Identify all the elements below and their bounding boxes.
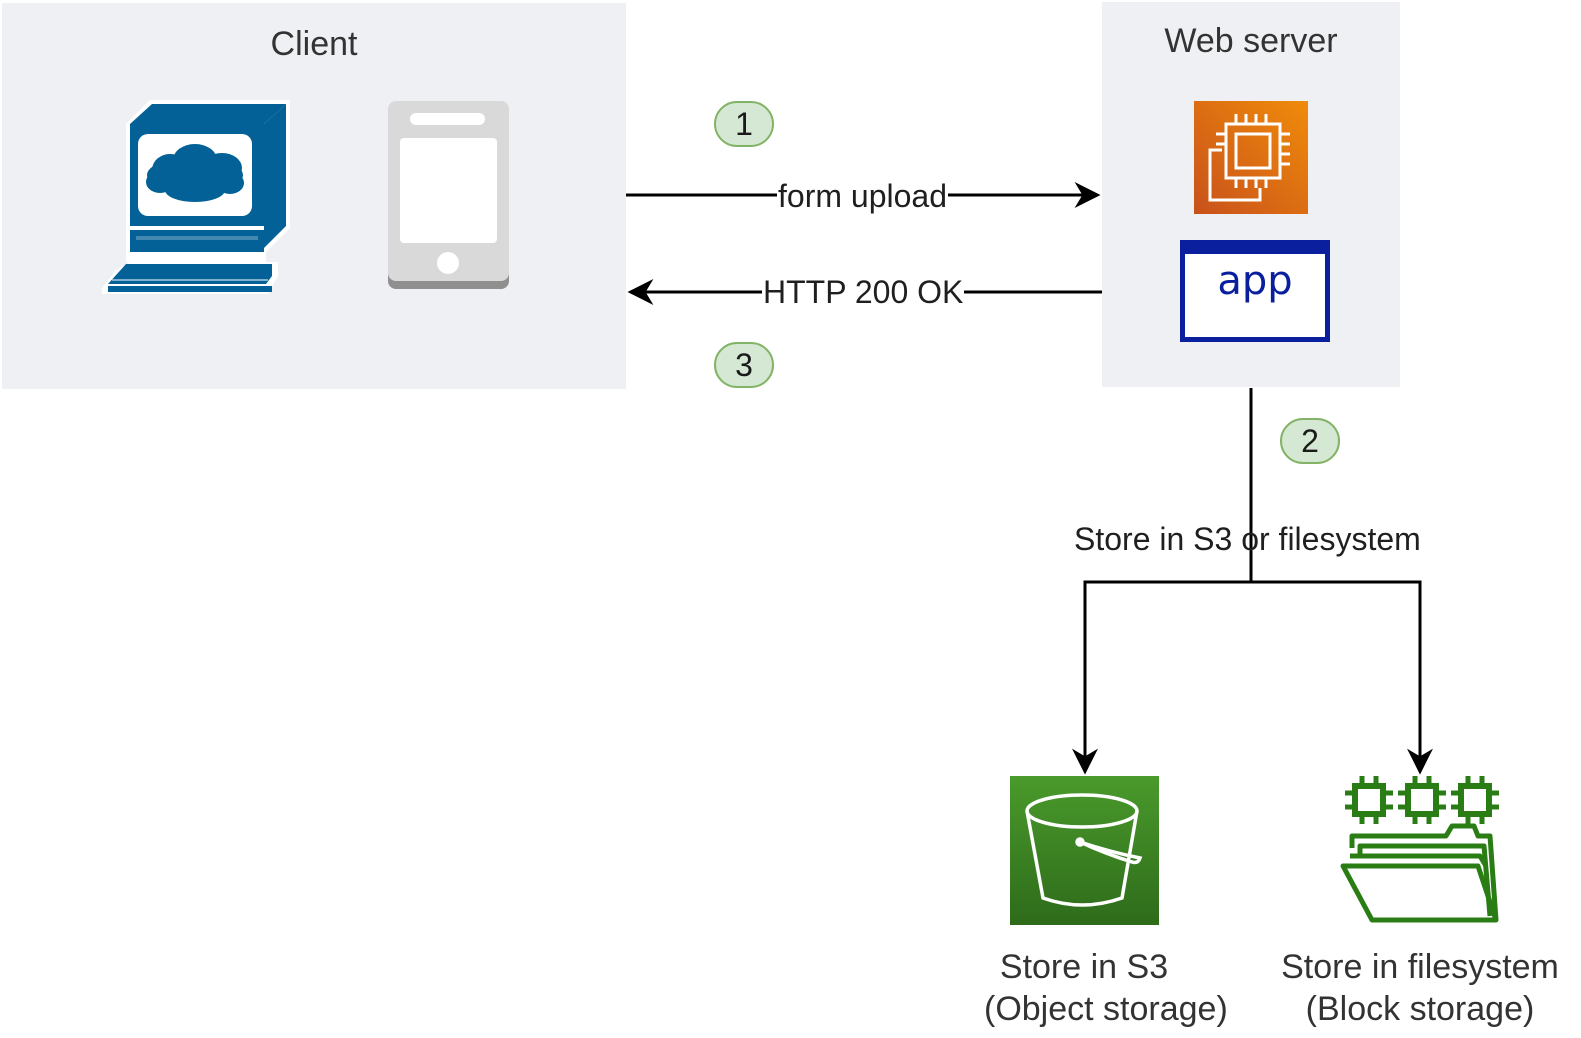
web-server-title: Web server: [1164, 22, 1338, 60]
step-badge-3: 3: [714, 342, 774, 388]
step-badge-1: 1: [714, 101, 774, 147]
app-label: app: [1217, 258, 1293, 304]
store-edge-label: Store in S3 or filesystem: [1074, 521, 1421, 557]
s3-caption: Store in S3 (Object storage): [984, 946, 1228, 1030]
s3-caption-line1: Store in S3: [999, 948, 1169, 986]
client-title: Client: [270, 25, 358, 63]
fs-caption: Store in filesystem (Block storage): [1272, 946, 1568, 1030]
fs-caption-line1: Store in filesystem: [1281, 948, 1559, 986]
fs-connector: [1251, 580, 1433, 775]
response-edge-label: HTTP 200 OK: [762, 274, 965, 310]
app-window-icon: app: [1180, 240, 1330, 342]
s3-caption-line2: (Object storage): [984, 990, 1228, 1028]
s3-connector: [1072, 580, 1251, 775]
upload-edge-label: form upload: [777, 178, 948, 214]
fs-caption-line2: (Block storage): [1305, 990, 1535, 1028]
client-group: Client: [2, 3, 626, 389]
step-badge-2: 2: [1280, 418, 1340, 464]
